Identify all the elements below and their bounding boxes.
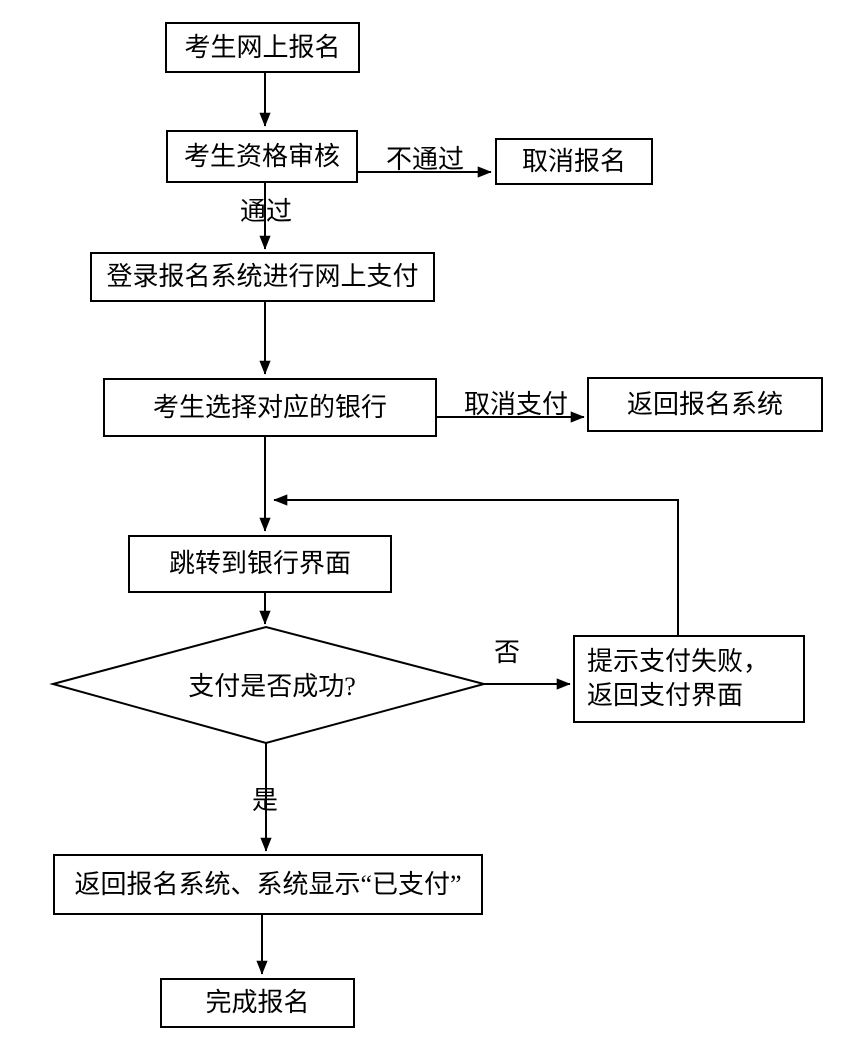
edge-label-review-pass: 通过 [239,196,292,226]
flow-node-payment-failed-prompt: 提示支付失败，返回支付界面 [573,635,805,723]
edge-fail-loopback [273,494,679,635]
flow-node-return-registration-system: 返回报名系统 [587,377,823,432]
flow-node-qualification-review: 考生资格审核 [166,130,358,183]
flow-node-payment-success-decision: 支付是否成功? [188,671,356,701]
flow-node-bank-interface: 跳转到银行界面 [128,535,392,593]
edge-label-decision-yes: 是 [251,786,278,815]
edge-label-review-fail: 不通过 [385,144,464,174]
flow-node-system-shows-paid: 返回报名系统、系统显示“已支付” [53,854,483,915]
edge-label-cancel-payment: 取消支付 [463,390,568,419]
flow-node-cancel-registration: 取消报名 [495,138,653,185]
flow-node-registration-complete: 完成报名 [160,978,355,1028]
flow-node-select-bank: 考生选择对应的银行 [103,378,437,437]
flow-node-online-registration: 考生网上报名 [165,22,360,73]
edge-label-decision-no: 否 [493,638,520,667]
flow-node-login-online-payment: 登录报名系统进行网上支付 [90,252,435,302]
